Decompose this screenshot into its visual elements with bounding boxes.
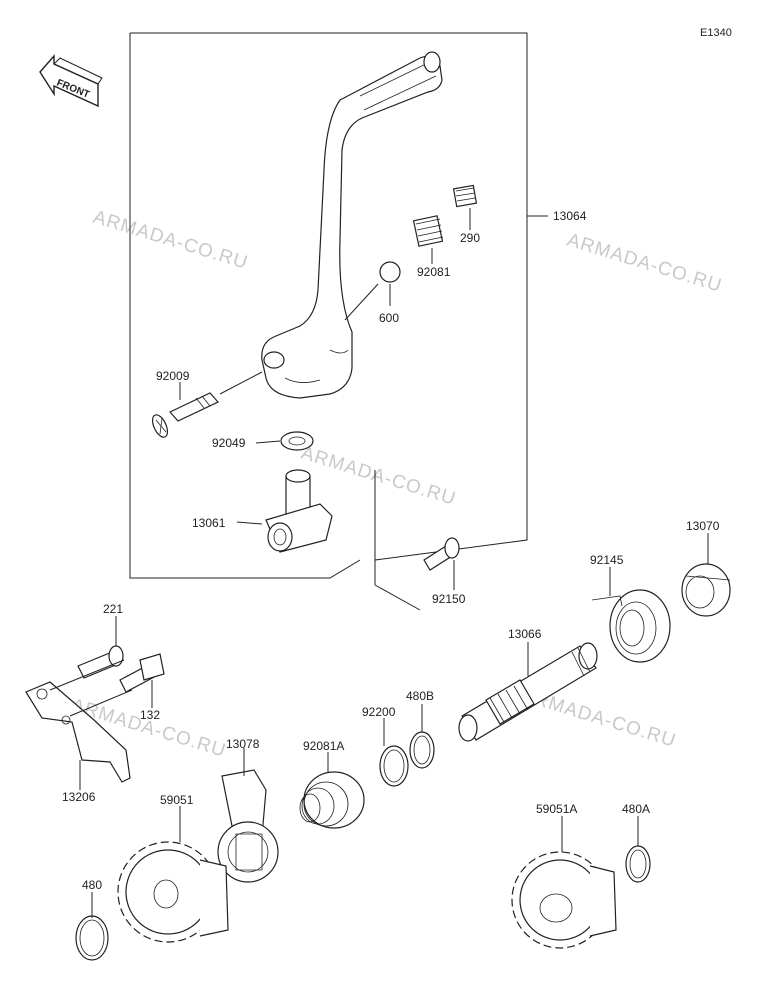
spring-92145: [591, 589, 671, 663]
watermark-2: ARMADA-CO.RU: [565, 230, 725, 297]
label-600[interactable]: 600: [379, 311, 399, 325]
spring-290: [452, 184, 478, 208]
circlip-480: [75, 915, 109, 961]
watermark-3: ARMADA-CO.RU: [299, 443, 459, 510]
leader-13061: [236, 521, 263, 525]
label-290[interactable]: 290: [460, 231, 480, 245]
label-92009[interactable]: 92009: [156, 369, 190, 383]
guide-13206: [25, 681, 131, 783]
label-92081A[interactable]: 92081A: [303, 739, 344, 753]
assembly-outline-step: [374, 560, 421, 611]
collar-13070: [681, 563, 731, 617]
label-92200[interactable]: 92200: [362, 705, 396, 719]
label-59051A[interactable]: 59051A: [536, 802, 577, 816]
bolt-221: [77, 645, 124, 679]
label-13064[interactable]: 13064: [553, 209, 587, 223]
washer-92200: [379, 745, 409, 787]
label-13206[interactable]: 13206: [62, 790, 96, 804]
label-13078[interactable]: 13078: [226, 737, 260, 751]
label-13061[interactable]: 13061: [192, 516, 226, 530]
bolt-92150: [423, 537, 460, 571]
kick-pedal-lever: [261, 51, 443, 399]
part-labels: 13064 290 92081 600 92009 92049 13061 92…: [62, 209, 720, 892]
front-arrow-icon: FRONT: [39, 54, 103, 108]
spring-92081A: [299, 771, 365, 829]
label-13066[interactable]: 13066: [508, 627, 542, 641]
bolt-92009: [151, 392, 219, 438]
pedal-boss-13061: [265, 469, 333, 553]
leader-600-to-lever: [344, 283, 379, 321]
ratchet-13078: [217, 769, 279, 883]
bolt-132: [119, 653, 165, 693]
assembly-outline-left: [129, 33, 361, 579]
label-221[interactable]: 221: [103, 602, 123, 616]
watermark-1: ARMADA-CO.RU: [91, 207, 251, 274]
leader-92009-to-lever: [219, 371, 263, 395]
link-13206-221: [49, 659, 125, 691]
label-480A[interactable]: 480A: [622, 802, 650, 816]
spring-92081: [412, 215, 444, 247]
label-92145[interactable]: 92145: [590, 553, 624, 567]
ball-600: [379, 261, 401, 283]
label-13070[interactable]: 13070: [686, 519, 720, 533]
watermark-group: ARMADA-CO.RU ARMADA-CO.RU ARMADA-CO.RU A…: [69, 207, 725, 762]
label-480B[interactable]: 480B: [406, 689, 434, 703]
shaft-13066: [458, 642, 598, 742]
label-92049[interactable]: 92049: [212, 436, 246, 450]
washer-92049: [280, 431, 314, 451]
label-480[interactable]: 480: [82, 878, 102, 892]
diagram-code: E1340: [700, 27, 732, 39]
link-13206-132: [69, 689, 133, 717]
label-59051[interactable]: 59051: [160, 793, 194, 807]
gear-59051A: [511, 851, 617, 949]
leader-92049: [255, 440, 281, 444]
label-92150[interactable]: 92150: [432, 592, 466, 606]
label-92081[interactable]: 92081: [417, 265, 451, 279]
gear-59051: [117, 841, 229, 943]
assembly-outline: [130, 32, 528, 561]
label-132[interactable]: 132: [140, 708, 160, 722]
